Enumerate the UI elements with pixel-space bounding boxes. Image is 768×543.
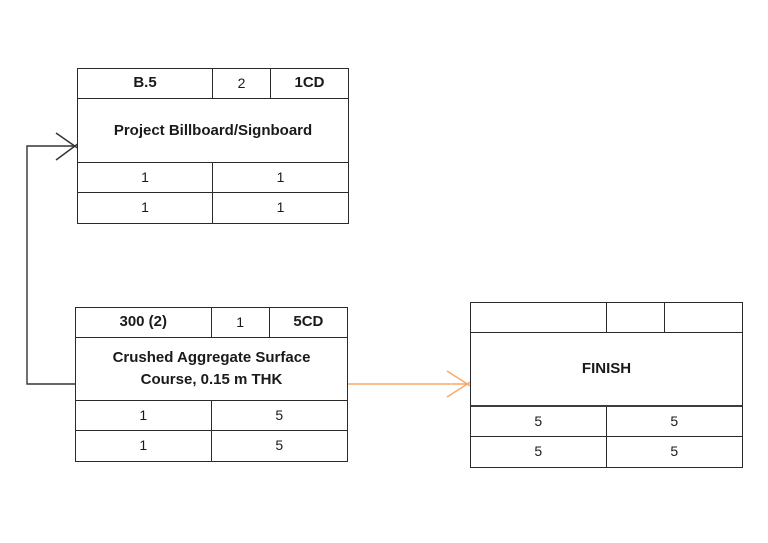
node-late-dates-row: 5 5 — [471, 437, 742, 467]
activity-node-crushed-aggregate: 300 (2) 1 5CD Crushed Aggregate Surface … — [75, 307, 348, 462]
activity-duration-cell: 5CD — [293, 313, 324, 331]
node-cell: 5 — [670, 443, 679, 460]
activity-title: FINISH — [471, 333, 742, 407]
node-early-dates-row: 5 5 — [471, 407, 742, 437]
node-early-dates-row: 1 5 — [76, 401, 347, 431]
node-late-dates-row: 1 1 — [78, 193, 348, 223]
activity-title: Project Billboard/Signboard — [78, 99, 348, 163]
node-cell: 5 — [471, 437, 607, 467]
activity-node-project-billboard: B.5 2 1CD Project Billboard/Signboard 1 … — [77, 68, 349, 224]
node-late-dates-row: 1 5 — [76, 431, 347, 461]
activity-mid-cell — [607, 303, 665, 332]
node-header-row: 300 (2) 1 5CD — [76, 308, 347, 338]
arrowhead-orange-lower-barb — [446, 380, 473, 398]
node-cell: 1 — [78, 163, 213, 192]
activity-id-cell: 300 (2) — [76, 308, 212, 337]
node-cell: 1 — [76, 431, 212, 461]
node-cell: 1 — [76, 401, 212, 430]
activity-duration-cell: 1CD — [294, 74, 325, 92]
node-cell: 1 — [78, 193, 213, 223]
activity-mid-cell: 2 — [213, 69, 272, 98]
elbow-connector-line — [26, 145, 75, 385]
node-cell: 5 — [275, 406, 284, 423]
node-cell: 5 — [275, 437, 284, 454]
activity-id-cell: B.5 — [78, 69, 213, 98]
arrowhead-black-lower-barb — [55, 142, 80, 161]
node-cell: 1 — [276, 168, 285, 185]
activity-title: Crushed Aggregate Surface Course, 0.15 m… — [76, 338, 347, 401]
node-header-row — [471, 303, 742, 333]
connector-aggregate-to-finish — [348, 370, 473, 398]
activity-id-cell — [471, 303, 607, 332]
node-cell: 1 — [276, 199, 285, 216]
node-cell: 5 — [471, 407, 607, 436]
node-header-row: B.5 2 1CD — [78, 69, 348, 99]
node-early-dates-row: 1 1 — [78, 163, 348, 193]
activity-duration-cell — [665, 303, 742, 332]
activity-node-finish: FINISH 5 5 5 5 — [470, 302, 743, 468]
node-cell: 5 — [670, 412, 679, 429]
connector-aggregate-to-billboard — [26, 132, 80, 385]
activity-mid-cell: 1 — [212, 308, 270, 337]
